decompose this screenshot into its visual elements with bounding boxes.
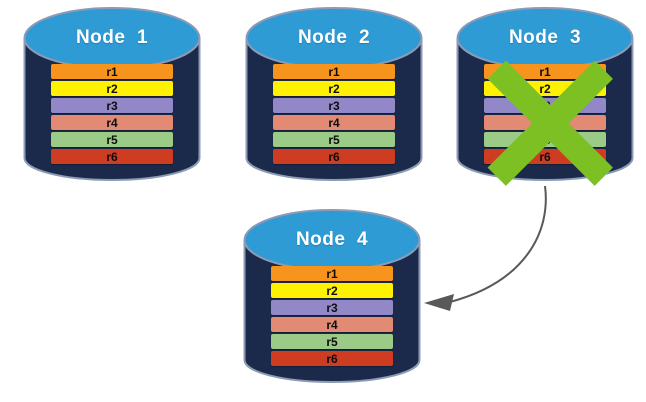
data-row-label: r1 bbox=[106, 64, 118, 79]
data-row-label: r2 bbox=[328, 81, 340, 96]
data-row[interactable]: r2 bbox=[51, 81, 173, 96]
data-row-label: r6 bbox=[328, 149, 340, 164]
node-title: Node 3 bbox=[508, 27, 582, 48]
data-row[interactable]: r5 bbox=[271, 334, 393, 349]
data-row[interactable]: r5 bbox=[273, 132, 395, 147]
data-row-label: r4 bbox=[106, 115, 118, 130]
data-row-label: r4 bbox=[328, 115, 340, 130]
data-row-label: r1 bbox=[326, 266, 338, 281]
data-row[interactable]: r4 bbox=[484, 115, 606, 130]
data-row-label: r3 bbox=[106, 98, 118, 113]
row-stack: r1 r2 r3 r4 r5 r6 bbox=[245, 64, 423, 164]
node-title: Node 2 bbox=[297, 27, 371, 48]
data-row[interactable]: r3 bbox=[273, 98, 395, 113]
data-row-label: r5 bbox=[326, 334, 338, 349]
data-row[interactable]: r4 bbox=[271, 317, 393, 332]
data-row-label: r1 bbox=[539, 64, 551, 79]
data-row[interactable]: r6 bbox=[273, 149, 395, 164]
node-title: Node 1 bbox=[75, 27, 149, 48]
node-cylinder[interactable]: Node 3 r1 r2 r3 r4 r5 r6 bbox=[456, 6, 634, 186]
data-row-label: r5 bbox=[106, 132, 118, 147]
data-row-label: r3 bbox=[328, 98, 340, 113]
data-row-label: r3 bbox=[539, 98, 551, 113]
data-row-label: r2 bbox=[106, 81, 118, 96]
data-row[interactable]: r2 bbox=[271, 283, 393, 298]
node-cylinder[interactable]: Node 1 r1 r2 r3 r4 r5 r6 bbox=[23, 6, 201, 182]
data-row-label: r3 bbox=[326, 300, 338, 315]
data-row-label: r6 bbox=[326, 351, 338, 366]
data-row-label: r5 bbox=[539, 132, 551, 147]
row-stack: r1 r2 r3 r4 r5 r6 bbox=[456, 64, 634, 164]
data-row-label: r6 bbox=[539, 149, 551, 164]
data-row-label: r6 bbox=[106, 149, 118, 164]
node-cylinder[interactable]: Node 4 r1 r2 r3 r4 r5 r6 bbox=[243, 208, 421, 384]
data-row-label: r5 bbox=[328, 132, 340, 147]
data-row[interactable]: r1 bbox=[51, 64, 173, 79]
data-row[interactable]: r2 bbox=[273, 81, 395, 96]
data-row[interactable]: r4 bbox=[51, 115, 173, 130]
data-row[interactable]: r3 bbox=[271, 300, 393, 315]
row-stack: r1 r2 r3 r4 r5 r6 bbox=[243, 266, 421, 366]
data-row[interactable]: r2 bbox=[484, 81, 606, 96]
arrow-curve bbox=[449, 185, 547, 303]
data-row-label: r2 bbox=[326, 283, 338, 298]
node-cylinder[interactable]: Node 2 r1 r2 r3 r4 r5 r6 bbox=[245, 6, 423, 182]
data-row[interactable]: r6 bbox=[271, 351, 393, 366]
data-row[interactable]: r3 bbox=[484, 98, 606, 113]
data-row-label: r4 bbox=[539, 115, 551, 130]
data-row[interactable]: r5 bbox=[484, 132, 606, 147]
row-stack: r1 r2 r3 r4 r5 r6 bbox=[23, 64, 201, 164]
data-row[interactable]: r1 bbox=[273, 64, 395, 79]
arrow-head bbox=[424, 294, 454, 311]
data-row[interactable]: r5 bbox=[51, 132, 173, 147]
data-row-label: r2 bbox=[539, 81, 551, 96]
data-row[interactable]: r6 bbox=[484, 149, 606, 164]
data-row[interactable]: r6 bbox=[51, 149, 173, 164]
data-row[interactable]: r4 bbox=[273, 115, 395, 130]
data-row-label: r4 bbox=[326, 317, 338, 332]
data-row[interactable]: r1 bbox=[484, 64, 606, 79]
node-title: Node 4 bbox=[295, 229, 369, 250]
data-row-label: r1 bbox=[328, 64, 340, 79]
data-row[interactable]: r1 bbox=[271, 266, 393, 281]
data-row[interactable]: r3 bbox=[51, 98, 173, 113]
